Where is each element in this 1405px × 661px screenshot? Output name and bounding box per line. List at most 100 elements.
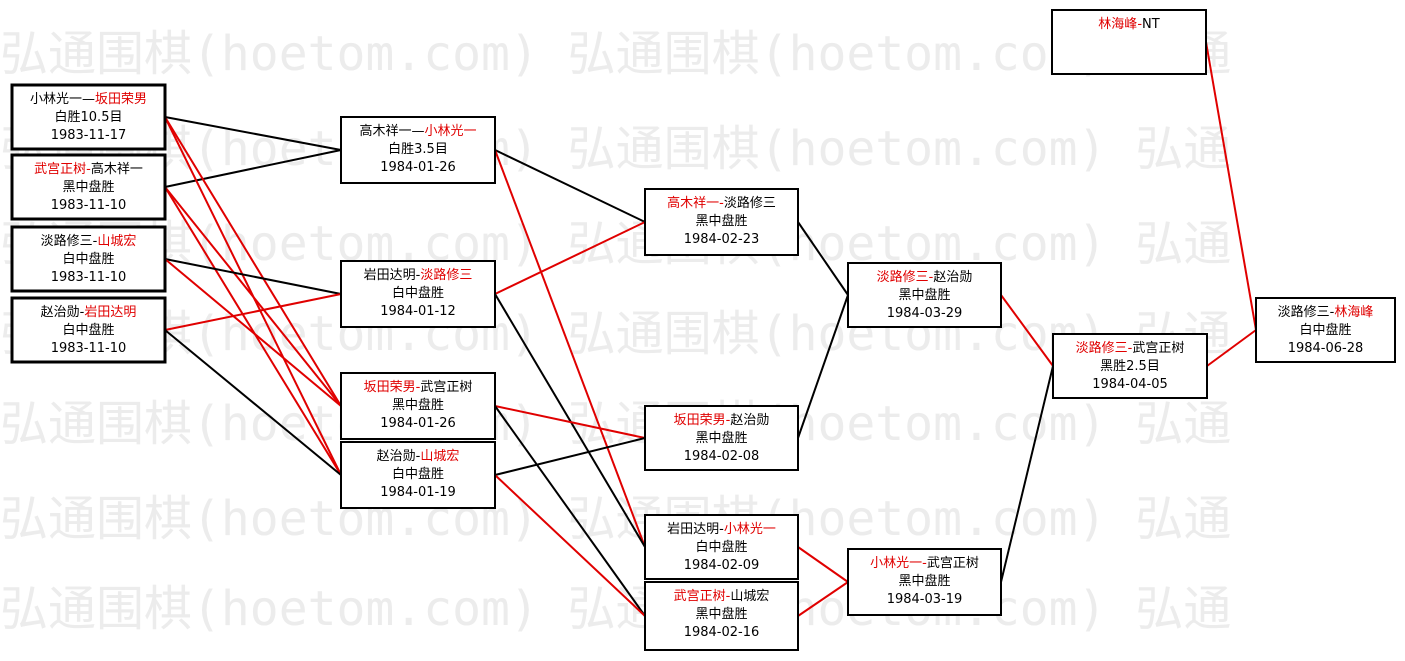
bracket-link-r1a-r2c xyxy=(164,116,342,407)
bracket-link-r1d-r2d xyxy=(164,329,342,476)
match-date: 1984-01-26 xyxy=(380,416,456,431)
match-result: 白中盘胜 xyxy=(695,539,747,555)
match-box-frame xyxy=(10,83,167,151)
watermark-text: 弘通围棋(hoetom.com) 弘通围棋(hoetom.com) 弘通 xyxy=(0,216,1231,272)
watermark-text: 弘通围棋(hoetom.com) 弘通围棋(hoetom.com) 弘通 xyxy=(0,26,1231,82)
match-result: 白中盘胜 xyxy=(392,466,444,482)
match-box-frame xyxy=(644,581,799,651)
match-box-frame xyxy=(847,548,1002,616)
match-date: 1983-11-10 xyxy=(51,341,127,356)
match-box-frame xyxy=(1051,9,1207,75)
match-box-frame xyxy=(1052,333,1208,399)
player-one-name: 小林光一 xyxy=(30,92,82,107)
match-players: 高木祥一—小林光一 xyxy=(359,123,476,139)
player-separator: - xyxy=(726,589,731,604)
player-two-name: 岩田达明 xyxy=(84,305,136,320)
player-separator: - xyxy=(93,234,98,249)
match-result: 白胜10.5目 xyxy=(55,109,123,125)
player-separator: - xyxy=(719,522,724,537)
watermark-text: 弘通围棋(hoetom.com) 弘通围棋(hoetom.com) 弘通 xyxy=(0,581,1231,637)
watermark-text: 弘通围棋(hoetom.com) 弘通围棋(hoetom.com) 弘通 xyxy=(0,491,1231,547)
match-result: 白中盘胜 xyxy=(1299,322,1351,338)
player-two-name: 武宫正树 xyxy=(420,380,472,395)
bracket-link-r1c-r2b xyxy=(164,258,342,295)
match-box-frame xyxy=(340,260,496,328)
player-two-name: 赵治勋 xyxy=(933,270,972,285)
match-box-frame xyxy=(1255,297,1396,363)
match-date: 1983-11-17 xyxy=(51,128,127,143)
bracket-link-r4b-r5a xyxy=(1000,365,1054,583)
match-date: 1984-02-16 xyxy=(684,625,760,640)
match-box-frame xyxy=(847,262,1002,328)
match-box-frame xyxy=(10,296,167,364)
player-one-name: 高木祥一 xyxy=(667,195,719,211)
bracket-link-r1d-r2b xyxy=(164,293,342,331)
player-two-name: 山城宏 xyxy=(730,589,769,604)
player-separator: - xyxy=(719,196,724,211)
player-two-name: 小林光一 xyxy=(724,522,776,537)
match-date: 1984-01-12 xyxy=(380,304,456,319)
match-players: 岩田达明-小林光一 xyxy=(667,522,776,537)
player-one-name: 岩田达明 xyxy=(667,522,719,537)
match-players: 小林光一-武宫正树 xyxy=(870,556,979,571)
bracket-link-r2d-r3b xyxy=(494,437,646,476)
player-separator: - xyxy=(416,449,421,464)
match-result: 黑胜2.5目 xyxy=(1100,359,1160,374)
match-players: 坂田荣男-赵治勋 xyxy=(674,413,770,428)
player-separator: — xyxy=(412,124,425,139)
watermark-layer: 弘通围棋(hoetom.com) 弘通围棋(hoetom.com) 弘通弘通围棋… xyxy=(0,26,1231,637)
match-result: 白中盘胜 xyxy=(62,322,114,338)
player-separator: — xyxy=(82,92,95,107)
match-box-frame xyxy=(10,153,167,221)
player-one-name: 小林光一 xyxy=(870,556,922,571)
bracket-link-r1c-r2c xyxy=(164,258,342,407)
watermark-text: 弘通围棋(hoetom.com) 弘通围棋(hoetom.com) 弘通 xyxy=(0,306,1231,362)
player-two-name: 淡路修三 xyxy=(420,267,472,283)
player-one-name: 坂田荣男 xyxy=(674,413,726,428)
match-box-frame xyxy=(644,514,799,580)
player-one-name: 岩田达明 xyxy=(364,268,416,283)
player-two-name: 坂田荣男 xyxy=(95,92,147,107)
player-two-name: 武宫正树 xyxy=(1132,341,1184,356)
match-result: 黑中盘胜 xyxy=(695,213,747,229)
player-one-name: 林海峰 xyxy=(1098,17,1137,32)
bracket-link-r4a-r5a xyxy=(1000,294,1054,367)
bracket-link-r5a-final xyxy=(1206,329,1257,367)
bracket-link-r3d-r4b xyxy=(797,581,849,617)
match-box-frame xyxy=(340,441,496,509)
player-separator: - xyxy=(929,270,934,285)
player-one-name: 赵治勋 xyxy=(377,449,416,464)
match-result: 白胜3.5目 xyxy=(388,141,448,157)
match-players: 小林光一—坂田荣男 xyxy=(30,92,147,107)
player-two-name: NT xyxy=(1142,17,1160,32)
player-two-name: 武宫正树 xyxy=(927,556,979,571)
match-box-frame xyxy=(340,116,496,184)
match-date: 1984-03-29 xyxy=(887,306,963,321)
player-one-name: 高木祥一 xyxy=(359,123,411,139)
match-date: 1984-02-09 xyxy=(684,558,760,573)
match-box-nt: 林海峰-NT xyxy=(1051,9,1207,75)
player-one-name: 武宫正树 xyxy=(674,589,726,604)
match-result: 黑中盘胜 xyxy=(695,430,747,446)
player-separator: - xyxy=(1137,17,1142,32)
match-players: 武宫正树-山城宏 xyxy=(674,589,770,604)
bracket-link-r1a-r2a xyxy=(164,116,342,151)
match-result: 白中盘胜 xyxy=(62,251,114,267)
match-box-frame xyxy=(340,372,496,440)
player-one-name: 赵治勋 xyxy=(41,305,80,320)
match-players: 坂田荣男-武宫正树 xyxy=(364,380,473,395)
player-separator: - xyxy=(416,268,421,283)
match-players: 赵治勋-山城宏 xyxy=(377,449,460,464)
